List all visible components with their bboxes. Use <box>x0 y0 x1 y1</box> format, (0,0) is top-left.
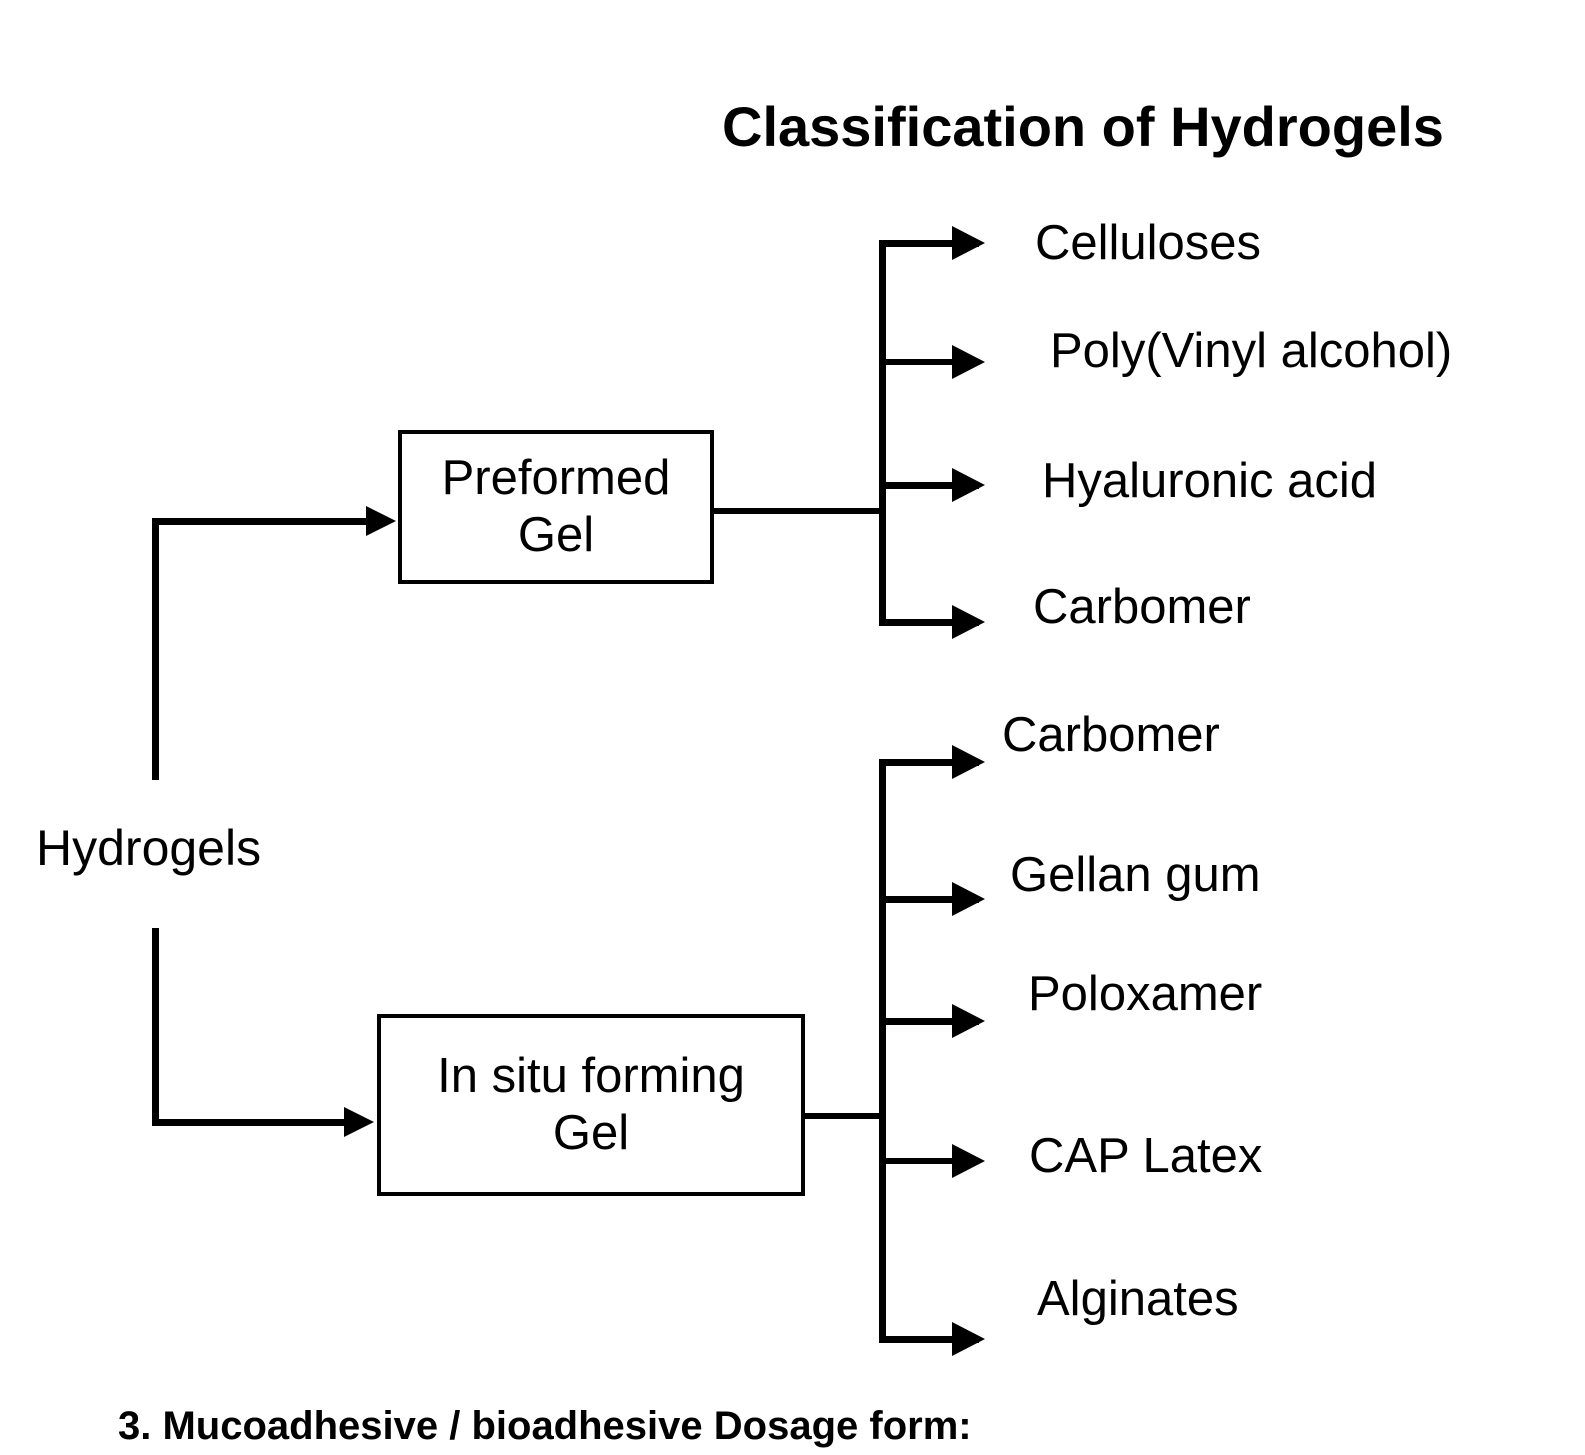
leaf-arrowhead-gellan-gum <box>952 882 985 916</box>
preformed-gel-branch-spine <box>879 240 886 626</box>
root-to-preformed-horizontal <box>152 518 368 525</box>
node-box-in-situ-forming-gel[interactable]: In situ forming Gel <box>377 1014 805 1196</box>
node-box-in-situ-forming-gel-line1: In situ forming <box>437 1049 745 1104</box>
leaf-connector-carbomer-insitu <box>879 759 979 766</box>
leaf-label-hyaluronic-acid: Hyaluronic acid <box>1042 454 1377 508</box>
page-title: Classification of Hydrogels <box>722 95 1444 158</box>
leaf-arrowhead-poly-vinyl-alcohol <box>952 345 985 379</box>
leaf-arrowhead-cap-latex <box>952 1144 985 1178</box>
leaf-connector-celluloses <box>879 240 979 247</box>
leaf-connector-carbomer-preformed <box>879 619 979 626</box>
node-box-preformed-gel[interactable]: Preformed Gel <box>398 430 714 584</box>
leaf-arrowhead-celluloses <box>952 226 985 260</box>
preformed-gel-to-spine-connector <box>714 508 886 514</box>
leaf-connector-poloxamer <box>879 1018 979 1025</box>
leaf-arrowhead-carbomer-insitu <box>952 745 985 779</box>
root-to-insitu-arrowhead <box>344 1107 374 1137</box>
root-to-preformed-arrowhead <box>366 506 396 536</box>
leaf-connector-poly-vinyl-alcohol <box>879 359 979 365</box>
root-to-preformed-vertical <box>152 518 159 780</box>
root-to-insitu-vertical <box>152 928 159 1126</box>
leaf-connector-gellan-gum <box>879 896 979 903</box>
leaf-label-poly-vinyl-alcohol: Poly(Vinyl alcohol) <box>1050 324 1453 378</box>
leaf-label-celluloses: Celluloses <box>1035 216 1262 270</box>
leaf-arrowhead-poloxamer <box>952 1004 985 1038</box>
leaf-label-carbomer-preformed: Carbomer <box>1033 580 1251 634</box>
leaf-label-carbomer-insitu: Carbomer <box>1002 708 1220 762</box>
node-box-preformed-gel-line1: Preformed <box>441 451 671 506</box>
leaf-arrowhead-hyaluronic-acid <box>952 468 985 502</box>
leaf-label-poloxamer: Poloxamer <box>1028 967 1263 1021</box>
leaf-label-alginates: Alginates <box>1037 1272 1239 1326</box>
leaf-arrowhead-alginates <box>952 1322 985 1356</box>
root-to-insitu-horizontal <box>152 1119 346 1126</box>
leaf-connector-cap-latex <box>879 1158 979 1164</box>
leaf-arrowhead-carbomer-preformed <box>952 605 985 639</box>
in-situ-gel-branch-spine <box>879 759 886 1342</box>
root-node-label: Hydrogels <box>36 820 262 876</box>
node-box-preformed-gel-line2: Gel <box>517 508 595 562</box>
leaf-connector-hyaluronic-acid <box>879 482 979 489</box>
leaf-label-cap-latex: CAP Latex <box>1029 1129 1263 1183</box>
footer-heading: 3. Mucoadhesive / bioadhesive Dosage for… <box>118 1404 972 1448</box>
leaf-label-gellan-gum: Gellan gum <box>1010 848 1261 902</box>
leaf-connector-alginates <box>879 1336 979 1343</box>
node-box-in-situ-forming-gel-line2: Gel <box>552 1106 630 1160</box>
in-situ-gel-to-spine-connector <box>804 1113 886 1119</box>
